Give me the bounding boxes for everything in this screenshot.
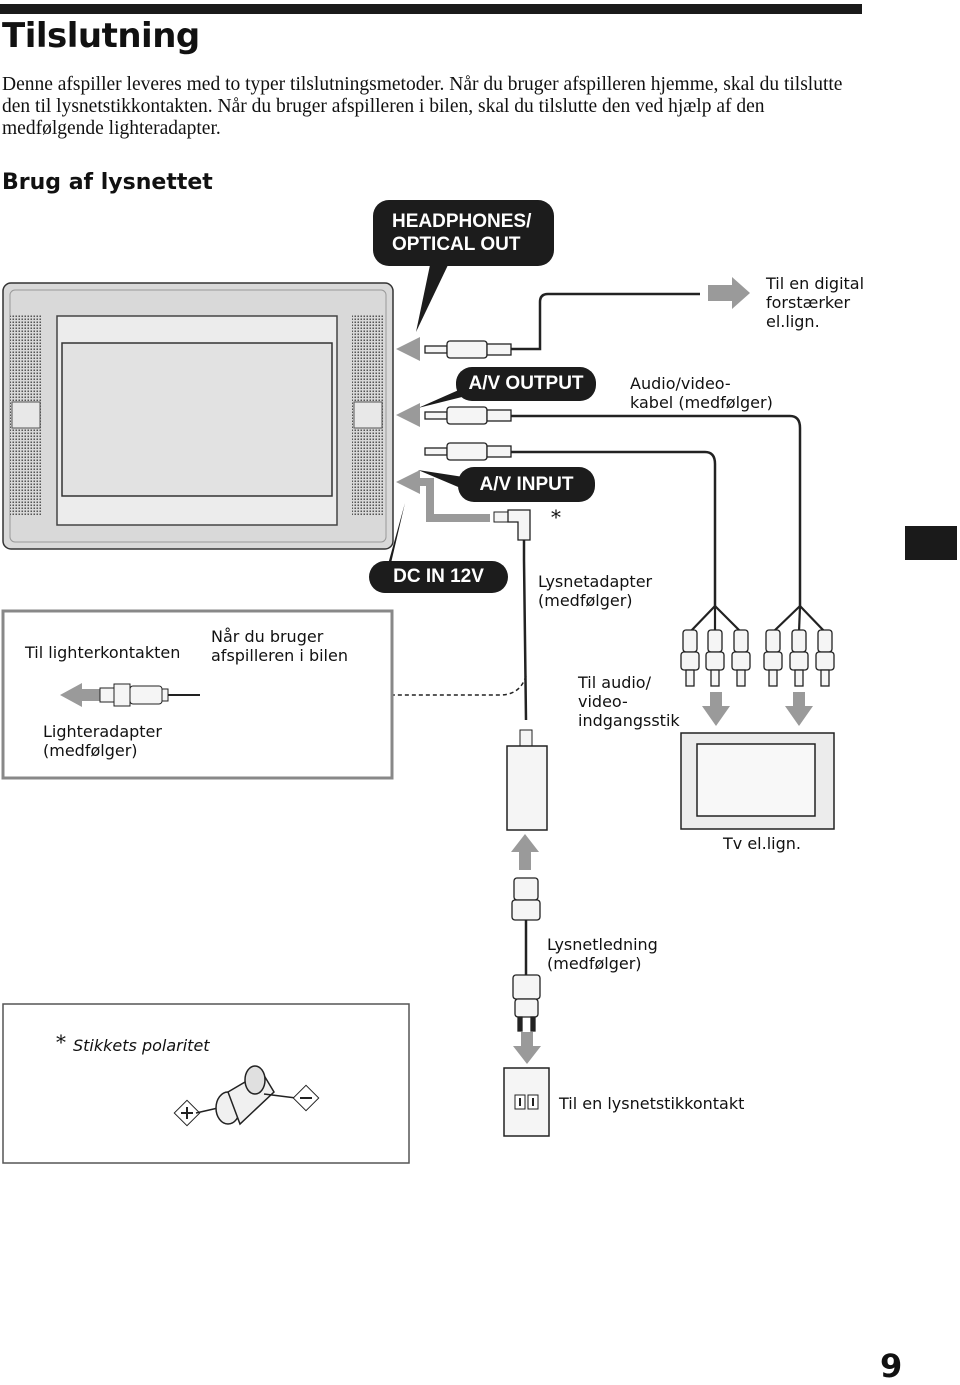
car-adapter-panel [1,609,394,780]
av-input-jack-label: A/V INPUT [458,467,595,502]
car-use-label: Når du bruger afspilleren i bilen [211,627,348,665]
power-cord-label: Lysnetledning (medfølger) [547,935,658,973]
av-cable-label: Audio/video- kabel (medfølger) [630,374,773,412]
tv-arrows [702,692,813,726]
av-input-pointer [418,470,470,492]
digital-amp-label: Til en digital forstærker el.lign. [766,274,865,331]
headphones-line1: HEADPHONES/ [392,211,532,232]
polarity-plus: + [183,1120,184,1139]
polarity-panel [2,1003,410,1164]
ac-adapter-label: Lysnetadapter (medfølger) [538,572,653,610]
wall-outlet-label: Til en lysnetstikkontakt [559,1094,745,1113]
rca-branch [689,605,826,633]
optical-cable [424,292,700,359]
adapter-arrow [511,834,539,870]
av-output-jack-label: A/V OUTPUT [456,367,596,401]
side-tab-marker [905,526,957,560]
polarity-minus: − [302,1108,303,1127]
car-adapter-label: Lighteradapter (medfølger) [43,722,162,760]
polarity-asterisk: * [56,1030,66,1054]
av-output-plug [424,406,802,608]
player-illustration [2,282,394,550]
av-input-jacks-label: Til audio/ video- indgangsstik [578,673,680,730]
outlet-arrow [513,1032,541,1064]
car-socket-label: Til lighterkontakten [25,643,181,662]
top-rule [0,4,862,14]
dc-plug [392,478,531,721]
polarity-asterisk-marker: * [551,505,561,529]
page-number: 9 [880,1347,903,1385]
headphones-pointer [416,265,448,332]
section-heading: Brug af lysnettet [2,170,213,195]
headphones-jack-label: HEADPHONES/ OPTICAL OUT [373,200,554,266]
tv-label: Tv el.lign. [723,834,801,853]
intro-paragraph: Denne afspiller leveres med to typer til… [2,74,843,139]
headphones-line2: OPTICAL OUT [392,234,521,255]
power-cord-illustration [511,877,541,1032]
wall-outlet-illustration [503,1067,550,1137]
av-input-plug [424,442,717,608]
page-title: Tilslutning [2,16,200,56]
rca-plugs [680,629,835,687]
input-arrows [60,277,750,707]
dc-in-jack-label: DC IN 12V [369,561,508,593]
tv-illustration [680,732,835,830]
polarity-label: Stikkets polaritet [73,1036,210,1055]
ac-adapter-illustration [506,729,548,831]
